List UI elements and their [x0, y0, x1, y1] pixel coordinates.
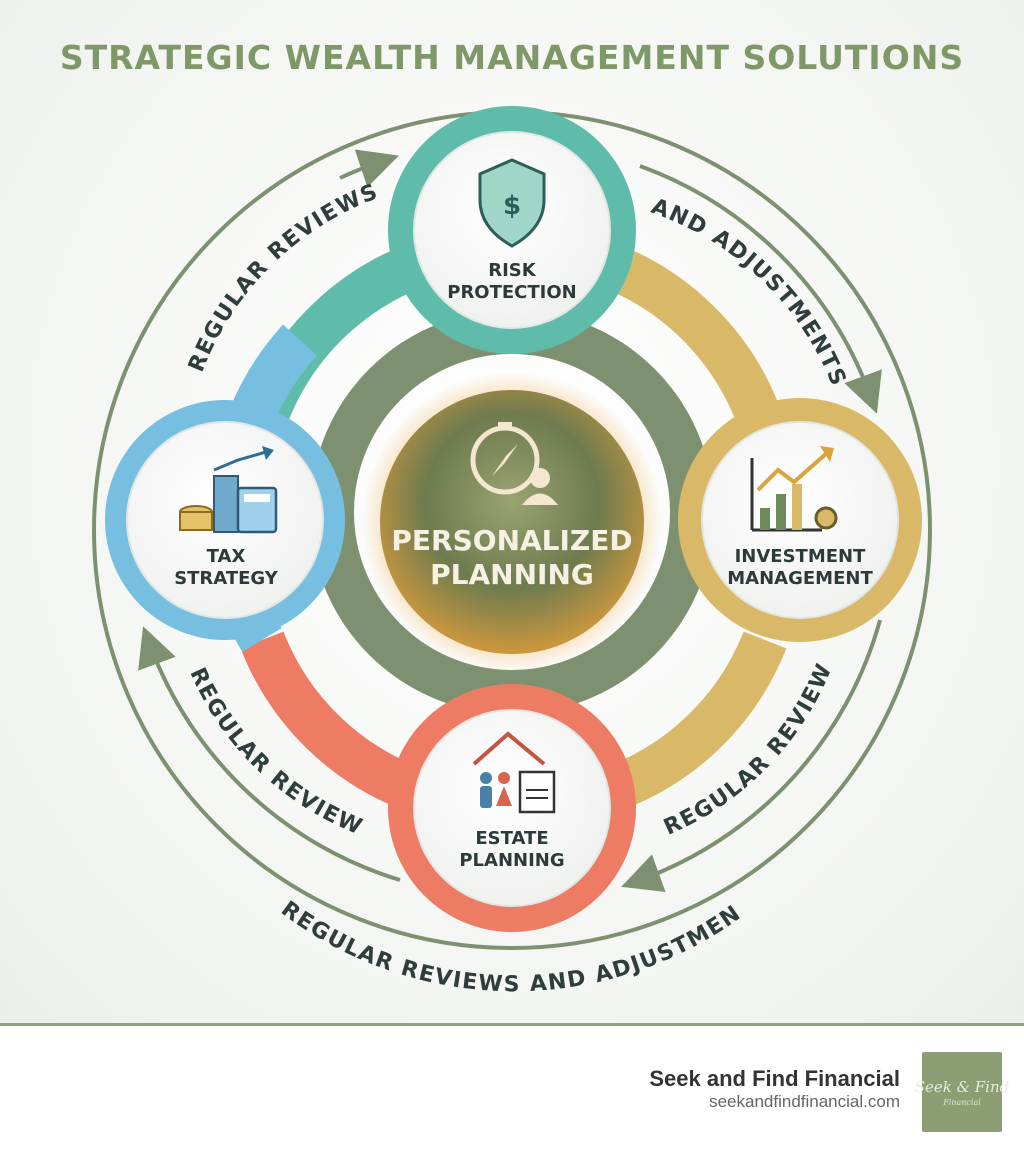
- investment-label-line2: MANAGEMENT: [727, 568, 873, 589]
- brand-logo-text: Seek & Find: [914, 1077, 1010, 1096]
- footer-brand-name: Seek and Find Financial: [649, 1066, 900, 1091]
- tax-label-line1: TAX: [207, 546, 246, 567]
- center-label-line1: PERSONALIZED: [391, 524, 632, 557]
- diagram-stage: STRATEGIC WEALTH MANAGEMENT SOLUTIONS: [0, 0, 1024, 1026]
- ring-arrow-top-right: [639, 164, 882, 414]
- shield-dollar-icon: $: [478, 158, 546, 248]
- ring-arrow-top-left: [339, 149, 399, 188]
- svg-text:$: $: [503, 191, 521, 221]
- flow-arc-coral: [240, 631, 424, 812]
- coins-calculator-icon: [179, 446, 278, 534]
- compass-person-icon: [470, 422, 558, 505]
- footer-divider: [0, 1023, 1024, 1026]
- brand-logo: Seek & Find Financial: [915, 1052, 1009, 1132]
- tax-label-line2: STRATEGY: [174, 568, 279, 589]
- house-family-document-icon: [472, 731, 556, 814]
- brand-logo-subtext: Financial: [943, 1097, 981, 1107]
- ring-arrow-bottom-right: [621, 619, 882, 892]
- risk-label-line1: RISK: [488, 260, 537, 281]
- flow-arc-gold-lower: [601, 631, 787, 812]
- estate-label-line1: ESTATE: [475, 828, 548, 849]
- ring-arrow-bottom-left: [138, 626, 401, 882]
- page-title: STRATEGIC WEALTH MANAGEMENT SOLUTIONS: [59, 38, 965, 77]
- center-disc: [380, 390, 644, 654]
- estate-label-line2: PLANNING: [459, 850, 564, 871]
- investment-label-line1: INVESTMENT: [735, 546, 867, 567]
- risk-label-line2: PROTECTION: [447, 282, 576, 303]
- wealth-cycle-diagram: PERSONALIZED PLANNING $ RISK PROTECTION …: [0, 0, 932, 997]
- center-label-line2: PLANNING: [430, 558, 594, 591]
- footer-brand-url[interactable]: seekandfindfinancial.com: [709, 1092, 900, 1111]
- growth-chart-gear-icon: [750, 446, 838, 532]
- estate-node: [413, 709, 611, 907]
